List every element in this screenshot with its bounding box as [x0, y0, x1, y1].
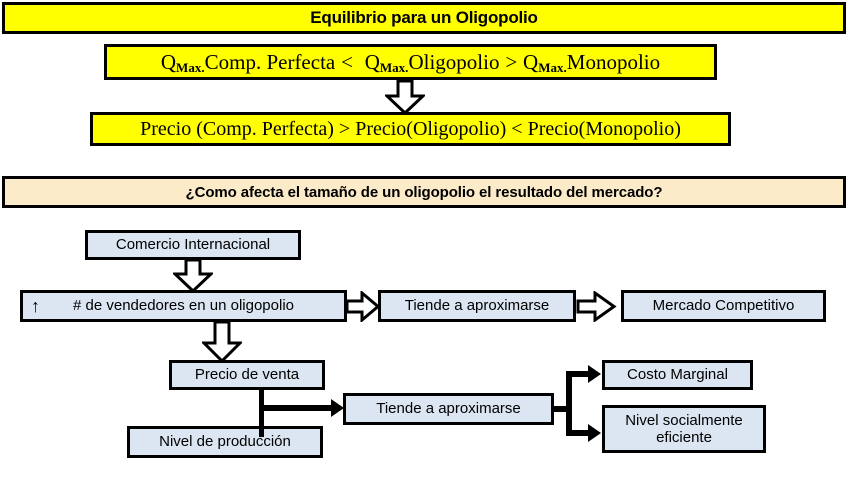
title-banner: Equilibrio para un Oligopolio: [2, 2, 846, 34]
question-banner: ¿Como afecta el tamaño de un oligopolio …: [2, 176, 846, 208]
node-tiende-a-aproximarse-bottom[interactable]: Tiende a aproximarse: [343, 393, 554, 425]
down-block-arrow-icon: [202, 321, 242, 362]
node-comercio-internacional[interactable]: Comercio Internacional: [85, 230, 301, 260]
question-banner-text: ¿Como afecta el tamaño de un oligopolio …: [185, 183, 663, 201]
node-costo-marginal[interactable]: Costo Marginal: [602, 360, 753, 390]
down-block-arrow-icon: [385, 80, 425, 114]
price-equation-box: Precio (Comp. Perfecta) > Precio(Oligopo…: [90, 112, 731, 146]
connector-horizontal-left: [259, 405, 333, 411]
arrowhead-right-icon: [588, 365, 601, 383]
quantity-equation-text: QMax.Comp. Perfecta<QMax.Oligopolio>QMax…: [160, 49, 661, 75]
connector-branch-bottom: [566, 430, 590, 436]
node-numero-vendedores-oligopolio[interactable]: ↑ # de vendedores en un oligopolio: [20, 290, 347, 322]
quantity-equation-box: QMax.Comp. Perfecta<QMax.Oligopolio>QMax…: [104, 44, 717, 80]
node-label: Mercado Competitivo: [652, 297, 795, 315]
right-block-arrow-icon: [576, 291, 621, 322]
node-nivel-de-produccion[interactable]: Nivel de producción: [127, 426, 323, 458]
node-label: Tiende a aproximarse: [376, 400, 521, 418]
right-block-arrow-icon: [346, 291, 379, 322]
node-precio-de-venta[interactable]: Precio de venta: [169, 360, 325, 390]
q-term-2: QMax.Oligopolio: [364, 49, 500, 75]
title-banner-text: Equilibrio para un Oligopolio: [310, 8, 538, 27]
node-label: Precio de venta: [194, 366, 300, 384]
node-label: Costo Marginal: [627, 366, 728, 384]
node-nivel-socialmente-eficiente[interactable]: Nivel socialmente eficiente: [602, 405, 766, 453]
node-label: # de vendedores en un oligopolio: [72, 297, 294, 315]
connector-vertical-left: [259, 389, 264, 437]
node-tiende-a-aproximarse-top[interactable]: Tiende a aproximarse: [378, 290, 576, 322]
connector-branch-top: [566, 371, 590, 377]
q-term-3: QMax.Monopolio: [523, 49, 661, 75]
arrowhead-right-icon: [331, 399, 344, 417]
connector-branch-stem: [554, 406, 572, 412]
node-label: Comercio Internacional: [115, 236, 271, 254]
node-mercado-competitivo[interactable]: Mercado Competitivo: [621, 290, 826, 322]
price-equation-text: Precio (Comp. Perfecta) > Precio(Oligopo…: [140, 117, 681, 140]
node-label: Nivel socialmente eficiente: [625, 411, 743, 446]
down-block-arrow-icon: [173, 259, 213, 292]
arrowhead-right-icon: [588, 424, 601, 442]
q-term-1: QMax.Comp. Perfecta: [160, 49, 336, 75]
up-arrow-icon: ↑: [31, 296, 40, 316]
connector-branch-vertical: [566, 374, 572, 436]
node-label: Tiende a aproximarse: [404, 297, 550, 315]
node-label: Nivel de producción: [159, 433, 291, 451]
